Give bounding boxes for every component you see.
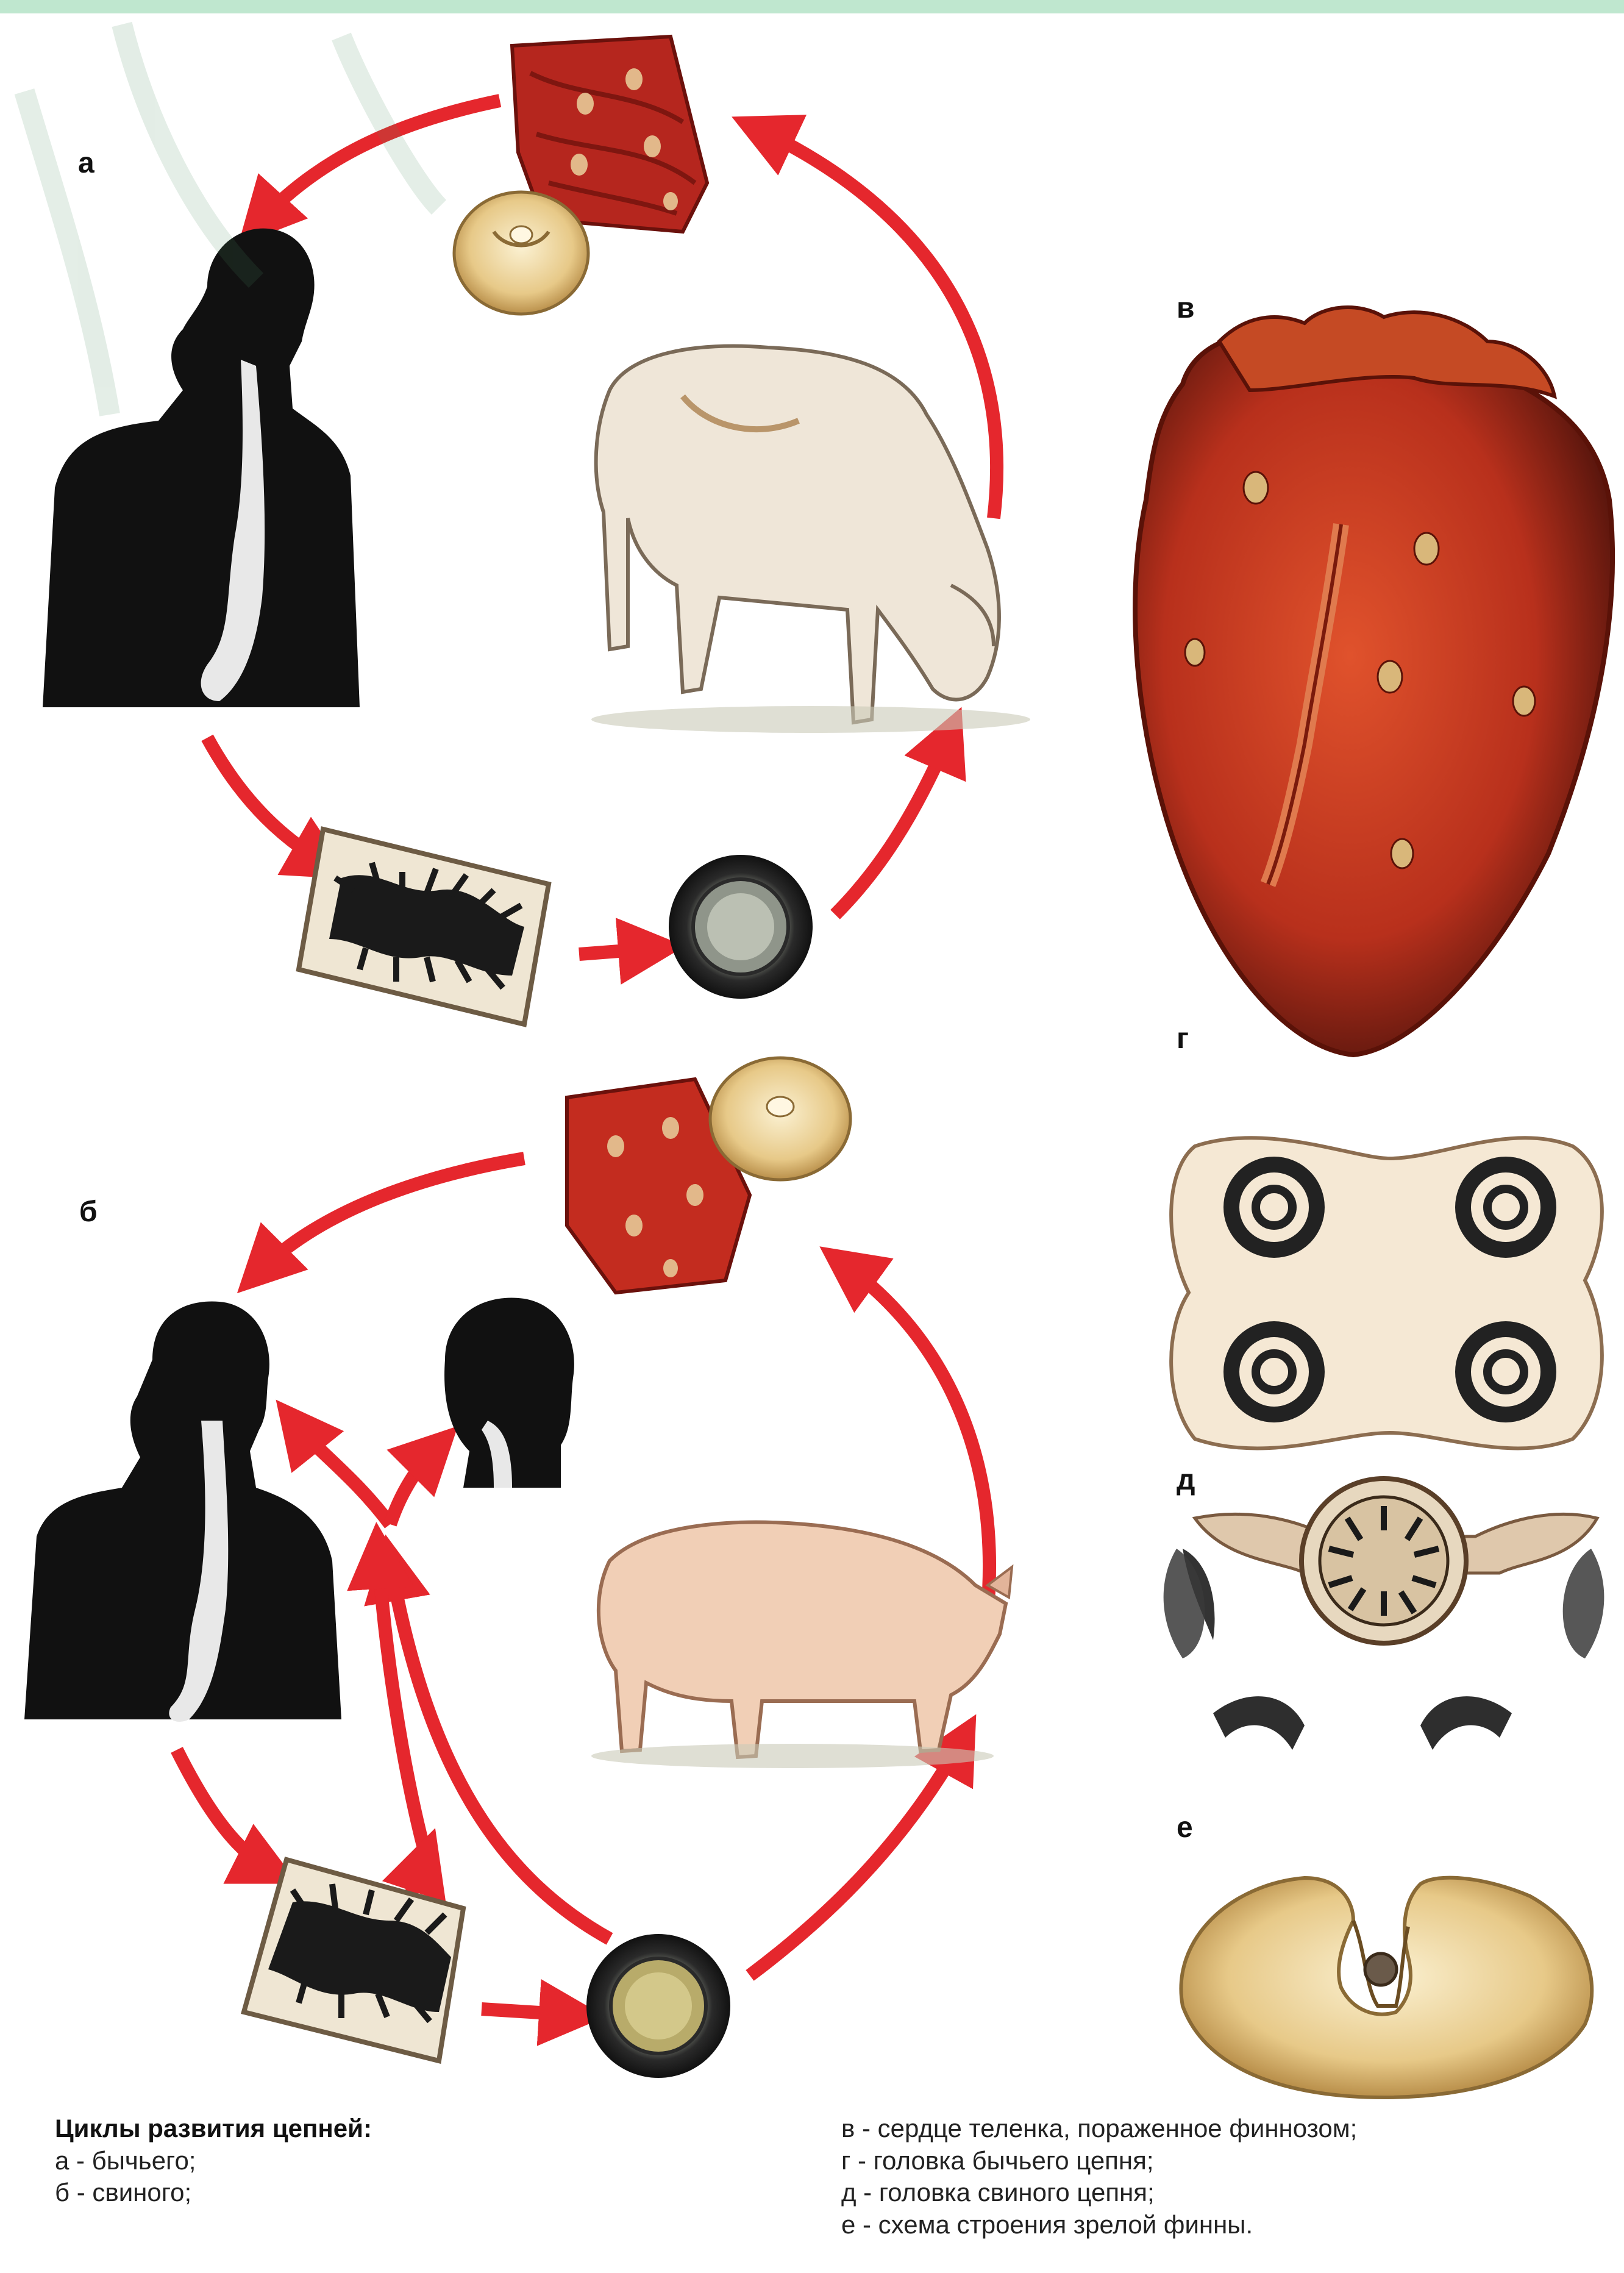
tapeworm-egg-b: [586, 1934, 730, 2078]
mature-finna-schema: [1181, 1878, 1592, 2097]
panel-label-e: е: [1177, 1811, 1193, 1844]
human-head-silhouette-b: [444, 1297, 574, 1488]
tapeworm-segment-a: [299, 829, 549, 1024]
cycle-b: [24, 1058, 1012, 2078]
finna-cyst-a: [454, 192, 588, 314]
caption-right: в - сердце теленка, пораженное финнозом;…: [841, 2113, 1357, 2241]
caption-item-e: е - схема строения зрелой финны.: [841, 2209, 1357, 2241]
caption-item-v: в - сердце теленка, пораженное финнозом;: [841, 2113, 1357, 2145]
panel-label-g: г: [1177, 1022, 1189, 1055]
panel-label-d: д: [1177, 1463, 1195, 1497]
caption-item-a: а - бычьего;: [55, 2145, 372, 2177]
tapeworm-segment-b: [244, 1860, 463, 2061]
pig-icon: [591, 1522, 1012, 1768]
human-silhouette-b: [24, 1301, 341, 1721]
caption-item-d: д - головка свиного цепня;: [841, 2177, 1357, 2209]
tapeworm-egg-a: [669, 855, 813, 999]
caption-left: Циклы развития цепней: а - бычьего; б - …: [55, 2113, 372, 2209]
cow-icon: [591, 346, 1030, 733]
panel-label-a: а: [78, 146, 94, 180]
panel-label-b: б: [79, 1195, 98, 1229]
caption-title: Циклы развития цепней:: [55, 2113, 372, 2145]
beef-tapeworm-scolex: [1171, 1138, 1602, 1448]
pork-tapeworm-scolex: [1164, 1479, 1604, 1750]
caption-item-b: б - свиного;: [55, 2177, 372, 2209]
infected-heart-icon: [1135, 307, 1612, 1055]
caption-item-g: г - головка бычьего цепня;: [841, 2145, 1357, 2177]
finna-cyst-b: [710, 1058, 850, 1180]
panel-label-v: в: [1177, 291, 1195, 325]
